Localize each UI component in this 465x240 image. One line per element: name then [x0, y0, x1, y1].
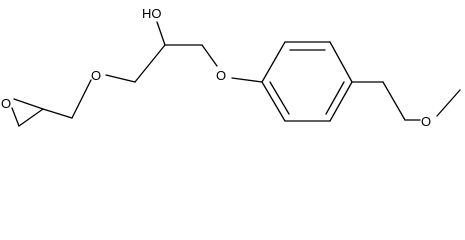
bond-ch2-ch2: [382, 81, 406, 121]
atom-labels: O O HO O O: [1, 6, 431, 129]
ether-oxygen-aryl-label: O: [216, 68, 226, 83]
ring-bond-6: [261, 81, 286, 122]
ring-double-bond-right: [325, 81, 345, 115]
bond-methoxy-o-ch3: [436, 89, 461, 117]
bond-ch2-aryl-o: [201, 44, 218, 67]
bond-epoxide-ch2: [42, 108, 73, 119]
chemical-structure-diagram: O O HO O O: [1, 6, 461, 129]
epoxide-bond-o-ch2: [11, 107, 20, 127]
ether-oxygen-methoxy-label: O: [421, 114, 431, 129]
bond-ch2-choh: [134, 44, 166, 83]
ring-bond-1: [261, 41, 286, 83]
bond-choh-oh: [156, 21, 166, 46]
ring-double-bond-left: [269, 81, 290, 115]
bonds: [11, 21, 461, 127]
epoxide-oxygen-label: O: [1, 96, 11, 111]
epoxide-bond-o-ch: [13, 98, 44, 110]
bond-ether-o-ch2: [105, 74, 136, 83]
hydroxyl-label: HO: [142, 6, 162, 21]
epoxide-bond-ch2-ch: [18, 108, 44, 127]
bond-aryl-o-ring: [231, 77, 263, 83]
ring-bond-4: [329, 81, 353, 122]
ring-bond-3: [329, 41, 353, 83]
bond-ch2-ether-o: [71, 79, 92, 119]
ether-oxygen-left-label: O: [91, 68, 101, 83]
